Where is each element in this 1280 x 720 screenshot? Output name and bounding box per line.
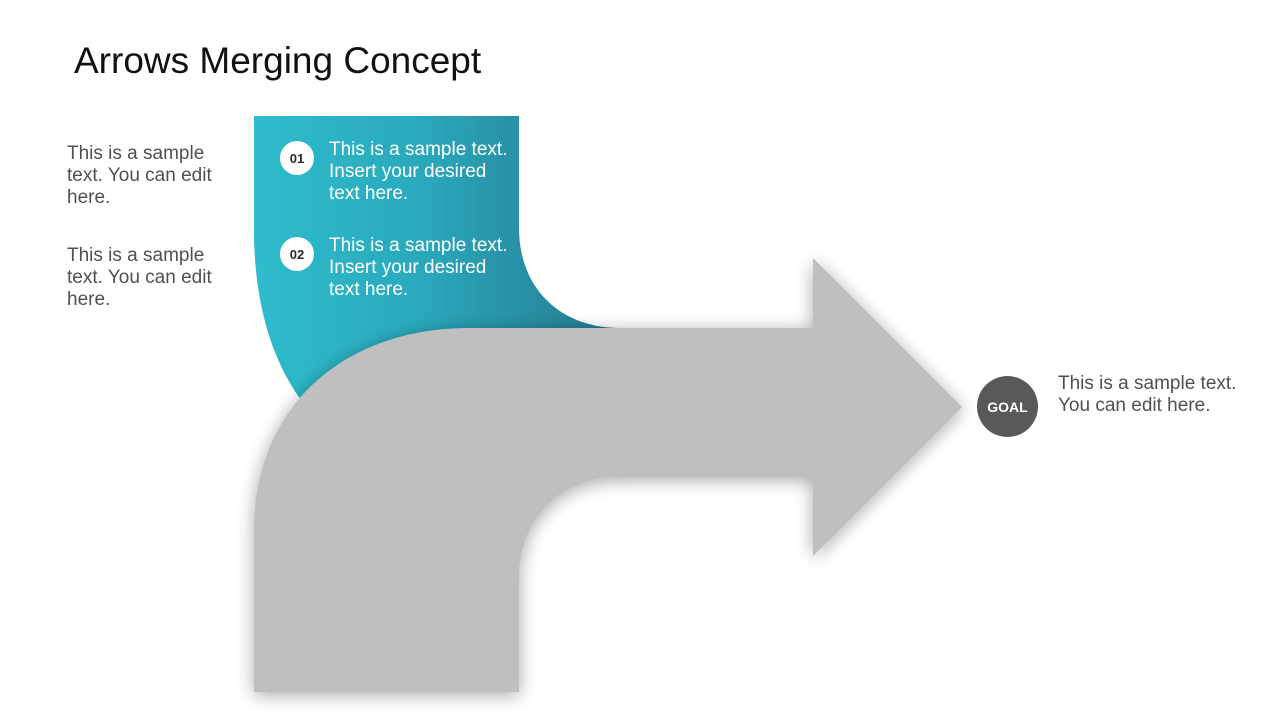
step-badge-01: 01 [280,141,314,175]
step-text-02: This is a sample text. Insert your desir… [329,235,508,300]
left-note-1: This is a sample text. You can edit here… [67,143,212,208]
slide-title: Arrows Merging Concept [74,40,482,81]
left-note-2: This is a sample text. You can edit here… [67,245,212,310]
goal-text: This is a sample text. You can edit here… [1058,373,1237,416]
goal-badge: GOAL [977,376,1038,437]
step-badge-02: 02 [280,237,314,271]
gray-main-arrow [254,258,962,692]
step-text-01: This is a sample text. Insert your desir… [329,139,508,204]
